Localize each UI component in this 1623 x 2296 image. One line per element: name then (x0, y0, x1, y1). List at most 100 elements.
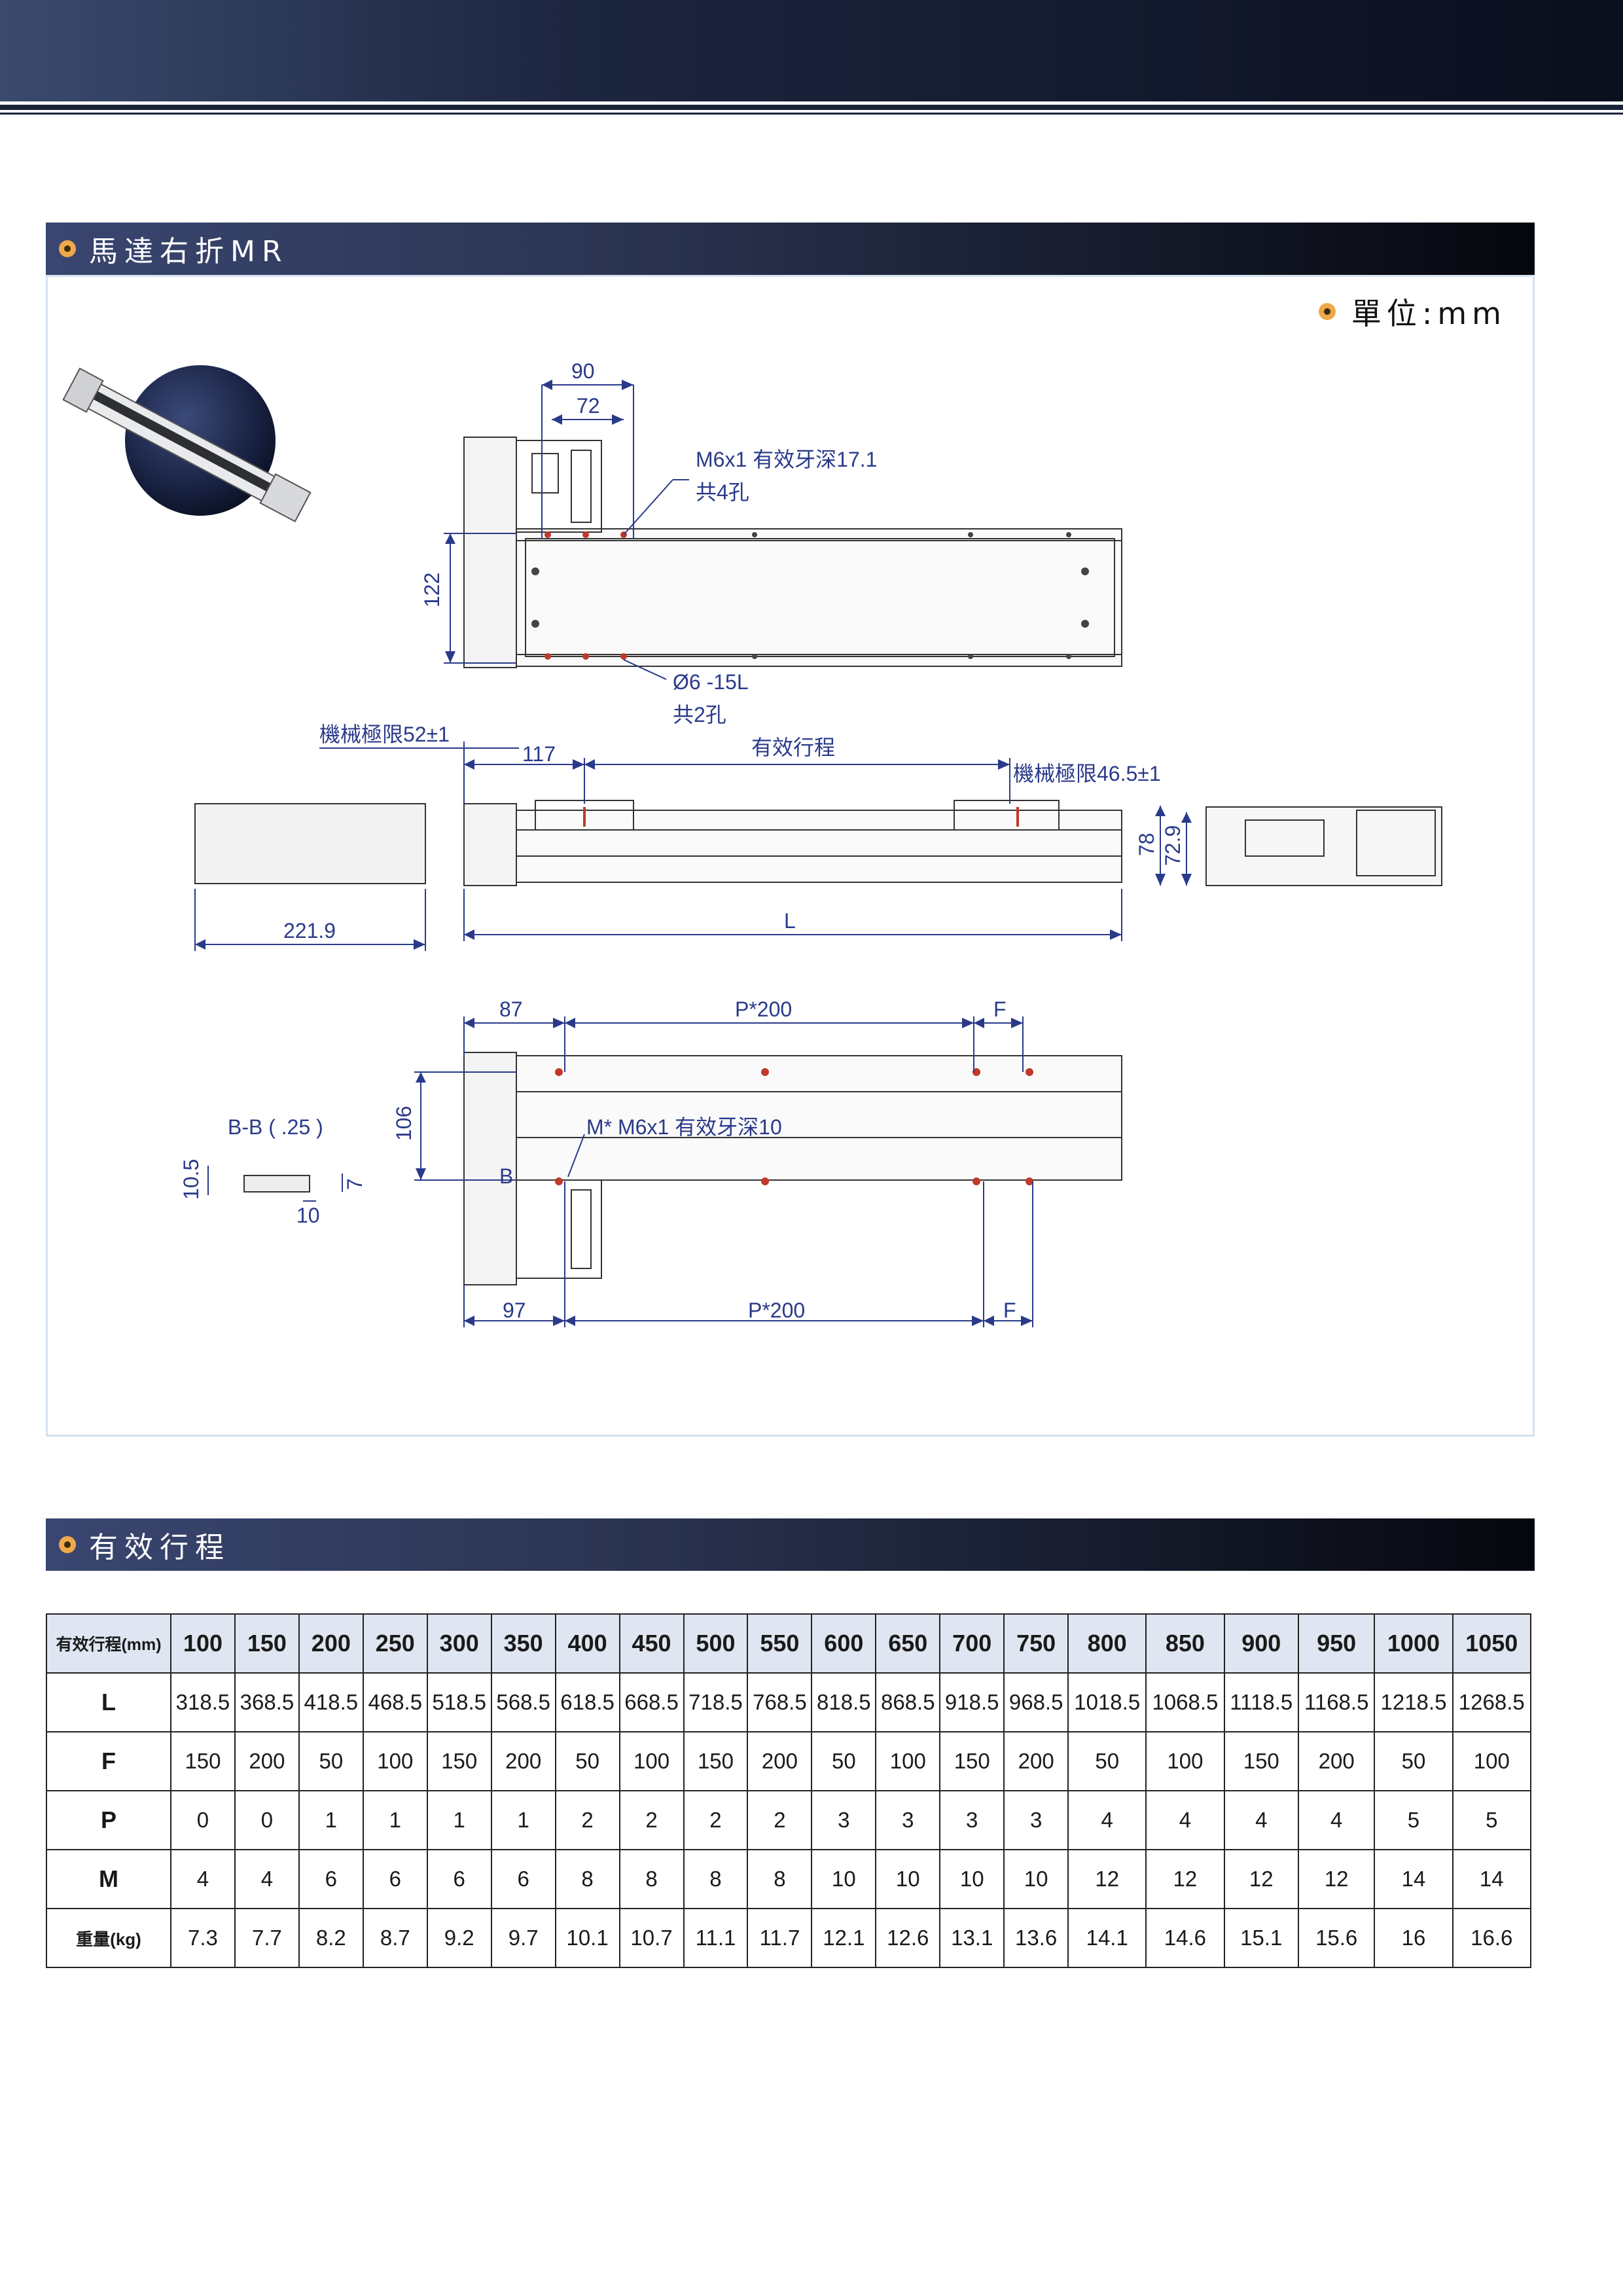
table-cell: 1118.5 (1223, 1672, 1300, 1732)
table-cell: 2 (747, 1790, 813, 1850)
table-cell: 13.6 (1003, 1908, 1069, 1968)
dim-10: 10 (296, 1204, 320, 1227)
table-cell: 50 (1374, 1731, 1454, 1791)
table-cell: 100 (1145, 1731, 1225, 1791)
table-cell: 368.5 (234, 1672, 300, 1732)
side-view (194, 800, 1442, 886)
table-cell: 4 (170, 1849, 236, 1909)
table-cell: 16 (1374, 1908, 1454, 1968)
table-cell: 468.5 (362, 1672, 428, 1732)
table-cell: 50 (554, 1731, 620, 1791)
table-cell: 518.5 (426, 1672, 492, 1732)
table-cell: 100 (1452, 1731, 1532, 1791)
table-cell: 568.5 (490, 1672, 556, 1732)
table-cell: 6 (298, 1849, 364, 1909)
table-cell: 318.5 (170, 1672, 236, 1732)
section-B: B (499, 1164, 513, 1188)
table-cell: 100 (618, 1731, 685, 1791)
table-cell: 150 (939, 1731, 1005, 1791)
stroke-label: 有效行程 (751, 736, 835, 759)
section-title: 馬達右折MR (89, 235, 289, 268)
table-cell: 10 (875, 1849, 941, 1909)
note-m: M* M6x1 有效牙深10 (586, 1115, 782, 1139)
bullet-icon (59, 240, 76, 257)
table-cell: 2 (554, 1790, 620, 1850)
dim-72-9: 72.9 (1161, 825, 1185, 866)
stroke-column-header: 950 (1298, 1613, 1376, 1674)
table-cell: 3 (875, 1790, 941, 1850)
table-cell: 868.5 (875, 1672, 941, 1732)
technical-drawing: 90 72 122 M6x1 有效牙深17.1 共4孔 Ø6 -15L 共2孔 (62, 359, 1442, 1327)
table-cell: 0 (234, 1790, 300, 1850)
dim-106: 106 (392, 1106, 416, 1141)
table-cell: 9.7 (490, 1908, 556, 1968)
stroke-column-header: 100 (170, 1613, 236, 1674)
table-cell: 200 (234, 1731, 300, 1791)
table-cell: 8.2 (298, 1908, 364, 1968)
top-banner (0, 0, 1623, 101)
table-cell: 818.5 (811, 1672, 877, 1732)
table-cell: 8 (618, 1849, 685, 1909)
row-label: F (46, 1731, 171, 1791)
table-cell: 4 (234, 1849, 300, 1909)
table-cell: 5 (1452, 1790, 1532, 1850)
table-cell: 150 (426, 1731, 492, 1791)
table-cell: 8 (554, 1849, 620, 1909)
table-cell: 14.6 (1145, 1908, 1225, 1968)
stroke-column-header: 450 (618, 1613, 685, 1674)
unit-label: 單位:mm (1318, 290, 1507, 333)
table-cell: 6 (490, 1849, 556, 1909)
stroke-column-header: 350 (490, 1613, 556, 1674)
top-view-rail-dots (531, 532, 1089, 659)
table-cell: 12.6 (875, 1908, 941, 1968)
dim-F-bot: F (1003, 1299, 1016, 1322)
product-photo (62, 365, 312, 523)
stroke-column-header: 850 (1145, 1613, 1225, 1674)
table-cell: 3 (811, 1790, 877, 1850)
limit-right: 機械極限46.5±1 (1013, 762, 1161, 785)
stroke-column-header: 250 (362, 1613, 428, 1674)
bb-label: B-B ( .25 ) (228, 1115, 323, 1139)
table-cell: 10.7 (618, 1908, 685, 1968)
bottom-view (243, 1052, 1122, 1285)
table-cell: 4 (1298, 1790, 1376, 1850)
table-cell: 11.7 (747, 1908, 813, 1968)
table-cell: 2 (618, 1790, 685, 1850)
table-cell: 1 (298, 1790, 364, 1850)
row-label: P (46, 1790, 171, 1850)
bullet-icon (1318, 303, 1336, 320)
table-cell: 10 (939, 1849, 1005, 1909)
section-header-stroke: 有效行程 (46, 1518, 1535, 1571)
note-4-holes: 共4孔 (696, 480, 749, 504)
table-cell: 7.7 (234, 1908, 300, 1968)
dim-p200-top: P*200 (735, 997, 792, 1021)
table-cell: 10 (1003, 1849, 1069, 1909)
bullet-icon (59, 1536, 76, 1553)
table-cell: 668.5 (618, 1672, 685, 1732)
table-cell: 1 (426, 1790, 492, 1850)
table-cell: 12 (1223, 1849, 1300, 1909)
table-cell: 768.5 (747, 1672, 813, 1732)
dim-87: 87 (499, 997, 523, 1021)
table-cell: 150 (170, 1731, 236, 1791)
table-cell: 6 (426, 1849, 492, 1909)
note-dia6: Ø6 -15L (673, 670, 749, 694)
table-cell: 1 (490, 1790, 556, 1850)
stroke-column-header: 600 (811, 1613, 877, 1674)
stroke-column-header: 1000 (1374, 1613, 1454, 1674)
dim-90: 90 (571, 359, 595, 383)
table-cell: 13.1 (939, 1908, 1005, 1968)
table-cell: 7.3 (170, 1908, 236, 1968)
table-cell: 1268.5 (1452, 1672, 1532, 1732)
dim-F-top: F (993, 997, 1007, 1021)
stroke-column-header: 800 (1067, 1613, 1147, 1674)
stroke-column-header: 900 (1223, 1613, 1300, 1674)
row-label: M (46, 1849, 171, 1909)
top-view-dims (444, 380, 689, 680)
section-header-motor-right: 馬達右折MR (46, 223, 1535, 275)
stroke-column-header: 700 (939, 1613, 1005, 1674)
table-cell: 9.2 (426, 1908, 492, 1968)
dim-p200-bot: P*200 (748, 1299, 805, 1322)
